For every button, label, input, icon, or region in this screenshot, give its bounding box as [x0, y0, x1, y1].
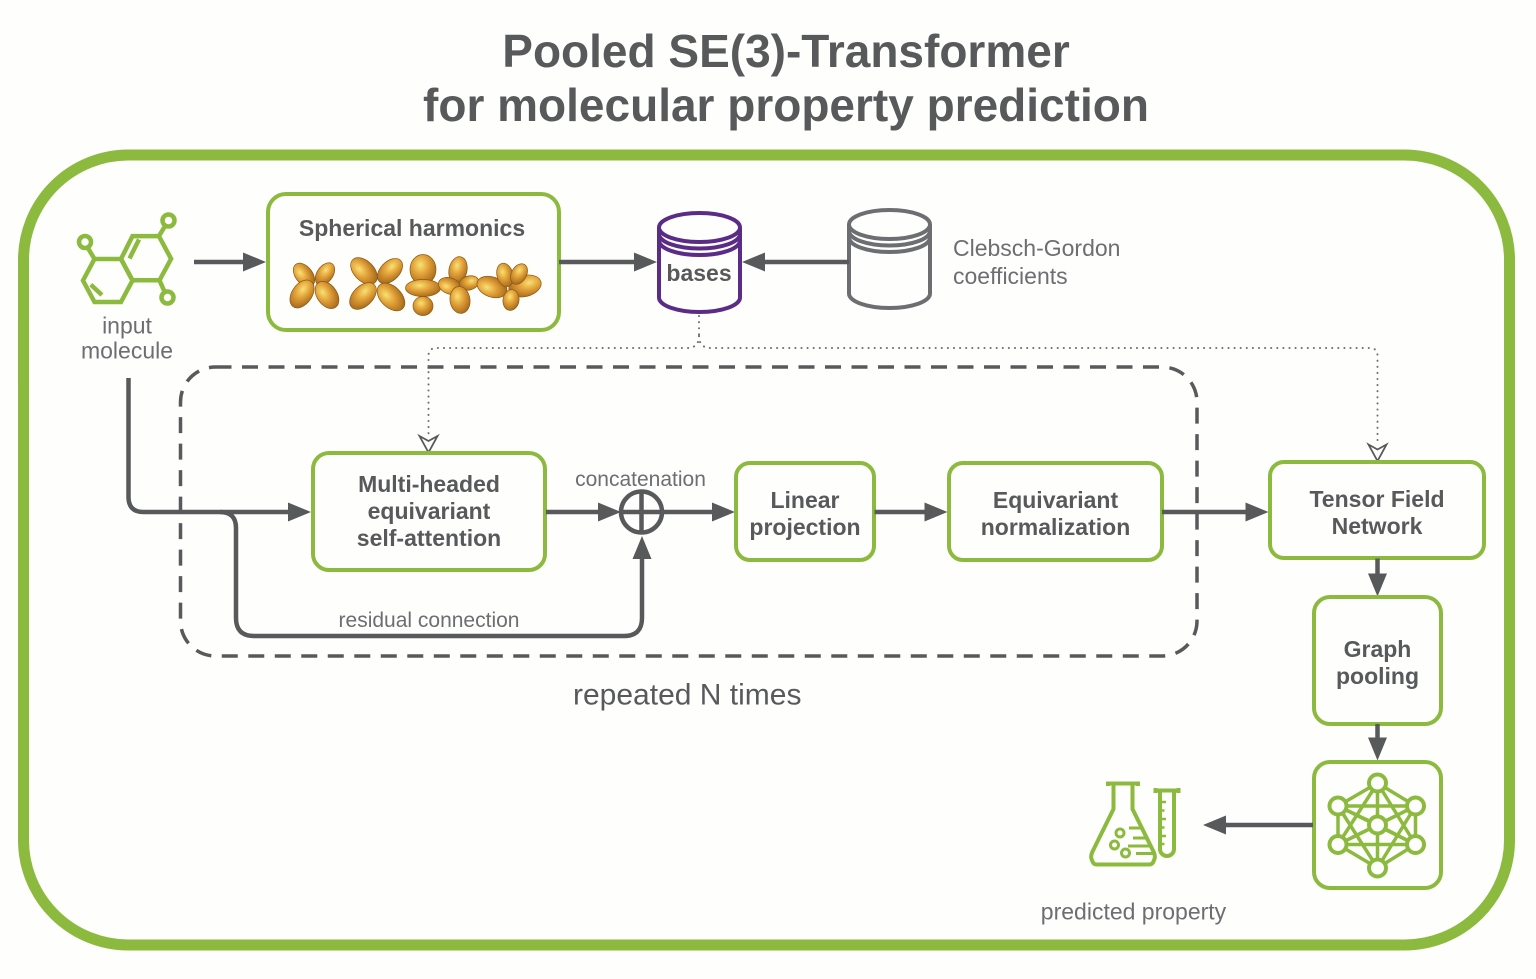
svg-text:equivariant: equivariant	[368, 498, 491, 524]
svg-text:Spherical harmonics: Spherical harmonics	[299, 215, 525, 241]
svg-text:Network: Network	[1332, 513, 1423, 539]
svg-text:concatenation: concatenation	[575, 468, 706, 491]
svg-text:Equivariant: Equivariant	[993, 487, 1119, 513]
svg-text:Linear: Linear	[770, 487, 839, 513]
svg-text:repeated N times: repeated N times	[573, 679, 801, 712]
svg-text:projection: projection	[749, 514, 860, 540]
svg-text:self-attention: self-attention	[357, 525, 501, 551]
svg-text:Tensor Field: Tensor Field	[1309, 486, 1444, 512]
svg-text:Graph: Graph	[1344, 636, 1412, 662]
svg-text:normalization: normalization	[981, 514, 1131, 540]
svg-text:bases: bases	[666, 260, 731, 286]
svg-text:coefficients: coefficients	[953, 263, 1068, 289]
svg-text:residual connection: residual connection	[339, 609, 520, 632]
svg-text:molecule: molecule	[81, 338, 173, 364]
svg-text:Clebsch-Gordon: Clebsch-Gordon	[953, 235, 1120, 261]
svg-text:pooling: pooling	[1336, 663, 1419, 689]
svg-text:for molecular property predict: for molecular property prediction	[423, 79, 1149, 131]
svg-text:predicted property: predicted property	[1041, 899, 1227, 925]
svg-text:input: input	[102, 313, 152, 339]
svg-text:Pooled SE(3)-Transformer: Pooled SE(3)-Transformer	[502, 25, 1070, 77]
svg-text:Multi-headed: Multi-headed	[358, 471, 500, 497]
